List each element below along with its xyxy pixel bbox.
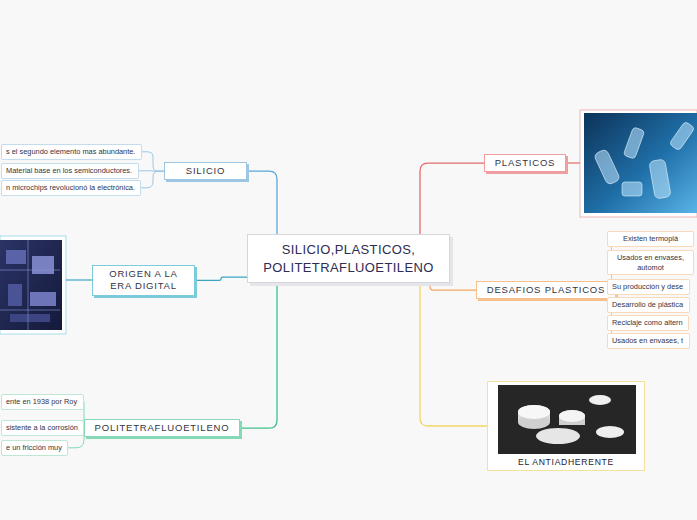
node-text: e un fricción muy [6,443,63,453]
branch-connector [141,171,164,188]
leader-line [66,279,92,280]
node-text: PLASTICOS [494,157,556,169]
leaf-box: e un fricción muy [1,440,68,456]
leaf-box: Existen termoplá [607,231,694,247]
branch-label: PLASTICOS [484,154,566,172]
node-text: ente en 1938 por Roy [6,397,79,407]
node-text: POLITETRAFLUOETILENO [94,422,230,434]
branch-label: SILICIO [164,162,247,180]
ptfe-picture [488,382,646,457]
node-text: Usados en envases, automot [612,253,689,272]
leaf-box: Su producción y dese [607,279,690,295]
node-text: SILICIO [174,165,237,177]
leaf-box: s el segundo elemento mas abundante. [1,144,142,160]
branch-connector [142,152,164,171]
node-text: Existen termoplá [612,234,689,244]
node-text: Material base en los semiconductores. [6,166,134,176]
leaf-box: Usados en envases, t [607,333,690,349]
branch-connector [195,277,247,280]
bottles-picture [580,110,697,217]
branch-label: DESAFIOS PLASTICOS [476,281,616,299]
central-topic: SILICIO,PLASTICOS, POLITETRAFLUOETILENO [247,234,450,283]
picture-card: EL ANTIADHERENTE [487,381,645,471]
circuit-picture [0,236,66,334]
node-text: SILICIO,PLASTICOS, POLITETRAFLUOETILENO [256,241,441,276]
branch-connector [240,283,277,428]
branch-label: POLITETRAFLUOETILENO [84,419,240,437]
leaf-box: n microchips revolucionó la electrónica. [1,180,141,196]
branch-connector [430,283,476,290]
node-text: DESAFIOS PLASTICOS [486,284,606,296]
leaf-box: sistente a la corrosión [1,420,84,436]
leaf-box: Material base en los semiconductores. [1,163,139,179]
node-text: Desarrollo de plástica [612,300,685,310]
branch-connector [420,283,487,426]
leaf-box: Desarrollo de plástica [607,297,690,313]
node-text: Usados en envases, t [612,336,685,346]
branch-connector [420,163,484,234]
leaf-box: Usados en envases, automot [607,250,694,275]
node-text: n microchips revolucionó la electrónica. [6,183,136,193]
branch-connector [247,171,277,234]
node-text: s el segundo elemento mas abundante. [6,147,137,157]
leaf-box: ente en 1938 por Roy [1,394,84,410]
leaf-box: Reciclaje como altern [607,315,689,331]
node-text: Reciclaje como altern [612,318,684,328]
node-text: ORIGEN A LA ERA DIGITAL [102,268,185,293]
node-text: sistente a la corrosión [6,423,79,433]
node-text: EL ANTIADHERENTE [492,457,640,467]
node-text: Su producción y dese [612,282,685,292]
branch-label: ORIGEN A LA ERA DIGITAL [92,265,195,296]
